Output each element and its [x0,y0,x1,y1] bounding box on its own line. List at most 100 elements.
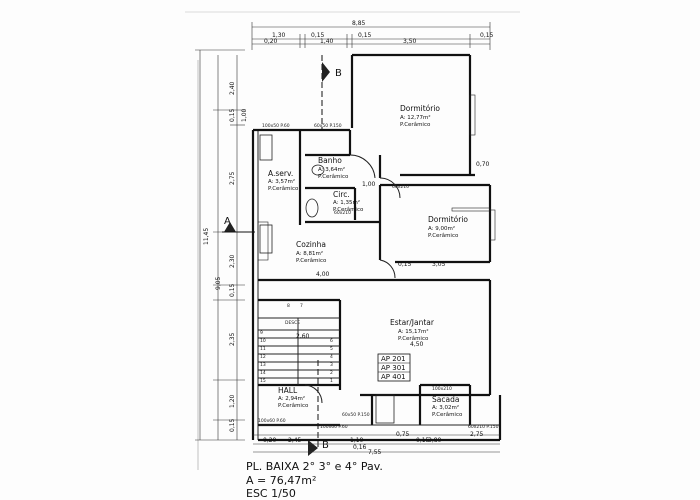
room-floor: P.Cerâmico [268,185,299,192]
dim-bot-a: 0,20 [263,437,277,444]
room-name: Cozinha [296,240,326,249]
room-name: Estar/Jantar [390,318,435,327]
top-dimension-chain: 8,85 1,30 0,15 0,15 0,20 1,40 3,50 0,15 [251,20,494,50]
dim-top-b: 0,15 [311,32,325,39]
room-name: HALL [278,386,298,395]
opening-w7: 100x60 P.60 [320,424,348,430]
dim-bot-e: 0,75 [396,431,410,438]
dim-top-d: 0,20 [264,38,278,45]
dim-top-g: 0,15 [480,32,494,39]
opening-w8: 100x210 [432,386,452,392]
apartment-label-401: AP 401 [381,373,406,381]
room-floor: P.Cerâmico [318,173,349,180]
stair-step-11: 11 [260,346,266,352]
room-area: A: 3,02m² [432,404,459,411]
room-dormitorio-1: Dormitório A: 12,77m² P.Cerâmico [400,104,440,128]
room-name: Banho [318,156,342,165]
section-a-label: A [224,216,231,227]
opening-labels: 100x50 P.60 60x50 P.150 60x210 60x210 10… [258,123,499,430]
stair-step-12: 12 [260,354,266,360]
room-cozinha: Cozinha A: 8,81m² P.Cerâmico [296,240,327,264]
plan-title: PL. BAIXA 2° 3° e 4° Pav. [246,460,383,473]
dim-top-total: 8,85 [352,20,366,27]
dim-left-f: 2,30 [229,254,236,268]
section-b-top-marker: B [321,55,342,130]
room-area: A: 2,94m² [278,395,305,402]
apartment-labels: AP 201 AP 301 AP 401 [377,353,411,382]
stair-step-8: 8 [287,303,290,309]
room-area: A: 3,64m² [318,166,345,173]
room-circulacao: Circ. A: 1,35m² P.Cerâmico [333,190,364,213]
apartment-label-201: AP 201 [381,355,406,363]
plan-scale: ESC 1/50 [246,487,296,500]
left-dimension-chain: 11,45 2,40 0,15 1,00 2,75 9,05 2,30 0,15… [195,49,248,441]
dim-bot-d: 0,16 [353,444,367,451]
dim-left-c: 1,00 [241,108,248,122]
stair-step-5: 5 [330,346,333,352]
dim-top-c: 0,15 [358,32,372,39]
section-b-bottom-label: B [322,440,329,451]
room-area: A: 9,00m² [428,225,455,232]
toilet-fixture [305,198,319,218]
room-sacada: Sacada A: 3,02m² P.Cerâmico [432,395,463,418]
room-area: A: 15,17m² [398,328,429,335]
opening-w9: 60x210 P.150 [468,424,499,430]
walls [251,53,502,442]
plan-area: A = 76,47m² [246,474,316,487]
room-banho: Banho A: 3,64m² P.Cerâmico [318,156,349,180]
opening-w5: 100x60 P.60 [258,418,286,424]
dim-mid-b: 0,70 [476,161,490,168]
room-hall: HALL A: 2,94m² P.Cerâmico [278,386,309,409]
dim-left-g: 0,15 [229,283,236,297]
stair: DESCE 8 7 9 10 11 12 13 14 15 6 5 4 3 2 … [258,303,340,385]
room-dormitorio-2: Dormitório A: 9,00m² P.Cerâmico [428,215,468,239]
tank-fixture [259,134,273,161]
stair-step-3: 3 [330,362,333,368]
dim-bot-c: 1,10 [350,437,364,444]
stair-step-10: 10 [260,338,266,344]
windows [257,94,496,261]
dim-left-b: 0,15 [229,108,236,122]
dim-left-j: 0,15 [229,418,236,432]
dim-left-d: 2,75 [229,171,236,185]
dim-left-e: 9,05 [215,276,222,290]
stair-step-1: 1 [330,378,333,384]
room-floor: P.Cerâmico [432,411,463,418]
room-area: A: 1,35m² [333,199,360,206]
room-name: Sacada [432,395,459,404]
stove-fixture [259,224,273,254]
plan-title-block: PL. BAIXA 2° 3° e 4° Pav. A = 76,47m² ES… [246,460,383,500]
dim-bot-b: 2,45 [288,437,302,444]
opening-w6: 60x50 P.150 [342,412,370,418]
dim-left-total: 11,45 [203,228,210,245]
room-area: A: 8,81m² [296,250,323,257]
room-floor: P.Cerâmico [278,402,309,409]
apartment-label-301: AP 301 [381,364,406,372]
stair-direction-label: DESCE [285,320,300,326]
stair-step-4: 4 [330,354,333,360]
section-b-bottom-marker: B [308,360,329,456]
room-name: Circ. [333,190,350,199]
room-estar-jantar: Estar/Jantar A: 15,17m² P.Cerâmico [390,318,435,342]
fixtures [259,134,395,424]
stair-step-2: 2 [330,370,333,376]
bottom-dimension-chain: 0,20 2,45 1,10 0,16 0,75 0,15 2,75 3,80 … [253,431,500,456]
dim-bot-g: 2,75 [470,431,484,438]
dim-top-f: 3,50 [403,38,417,45]
interior-dimensions: 1,00 0,70 4,00 0,15 3,05 2,60 4,50 [296,161,490,348]
dim-left-i: 1,20 [229,394,236,408]
sink-fixture [311,164,325,176]
dim-top-e: 1,40 [320,38,334,45]
door-swings [304,154,401,404]
section-a-marker: A [222,216,255,233]
room-name: Dormitório [428,215,468,224]
dim-mid-d: 0,15 [398,261,412,268]
opening-w2: 60x50 P.150 [314,123,342,129]
room-name: A.serv. [268,169,293,178]
dim-mid-a: 1,00 [362,181,376,188]
dim-bot-f: 0,15 [416,437,430,444]
room-area: A: 12,77m² [400,114,431,121]
elevator-shaft [375,394,395,424]
